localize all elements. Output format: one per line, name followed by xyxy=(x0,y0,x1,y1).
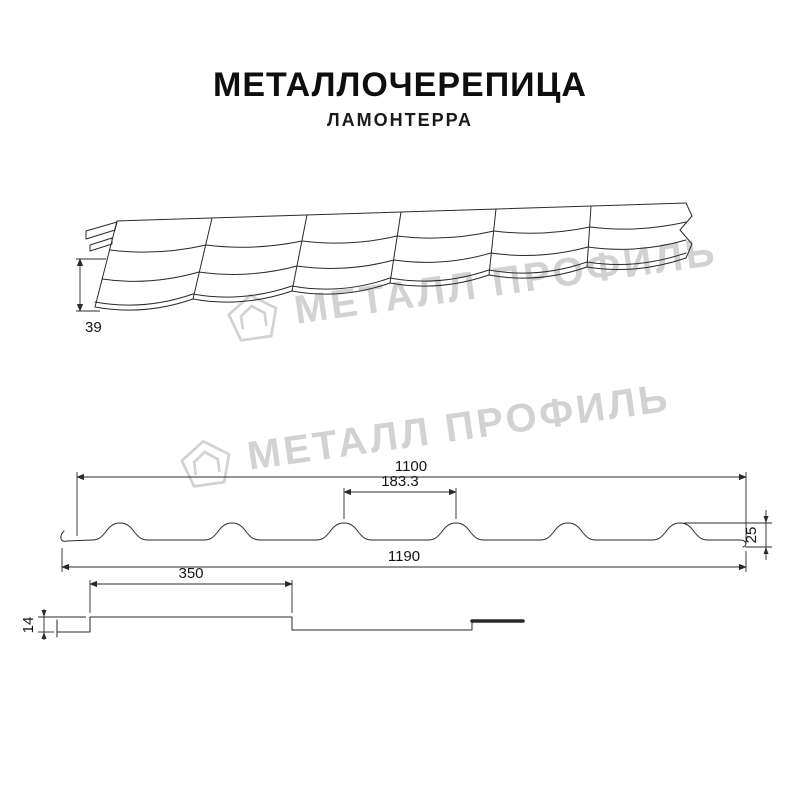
step-profile xyxy=(56,616,525,638)
metal-profil-logo-icon xyxy=(180,439,231,488)
dimension-1190: 1190 xyxy=(61,548,747,572)
break-line xyxy=(679,202,693,259)
dimension-label-14: 14 xyxy=(20,617,37,634)
dimension-label-1190: 1190 xyxy=(388,548,420,565)
dimension-14: 14 xyxy=(20,609,86,640)
rib-line xyxy=(586,205,592,268)
dimension-39: 39 xyxy=(76,258,106,336)
module-step-row-2 xyxy=(109,221,687,253)
rib-line xyxy=(389,211,402,284)
rib-line xyxy=(291,214,308,292)
watermark-metal-profil: МЕТАЛЛ ПРОФИЛЬ xyxy=(224,228,720,344)
dimension-1100: 1100 xyxy=(76,458,747,544)
arrowhead xyxy=(41,632,47,639)
dimension-183: 183.3 xyxy=(343,473,457,519)
arrowhead xyxy=(41,610,47,617)
flange-tab xyxy=(89,237,113,252)
perspective-view xyxy=(85,202,693,311)
dimension-350: 350 xyxy=(89,565,293,613)
arrowhead xyxy=(763,516,769,523)
page-subtitle: ЛАМОНТЕРРА xyxy=(326,110,474,130)
sheet-bottom-scalloped-edge xyxy=(94,257,687,311)
step-profile-line xyxy=(56,616,473,638)
rib-line xyxy=(488,208,497,276)
arrowhead xyxy=(763,547,769,554)
rib-line xyxy=(94,220,118,308)
page-title: МЕТАЛЛОЧЕРЕПИЦА xyxy=(213,66,587,104)
metal-profil-logo-icon xyxy=(227,293,278,342)
module-step-row-1 xyxy=(101,239,687,282)
cross-section-profile xyxy=(60,522,747,548)
profile-curve xyxy=(60,522,747,548)
dimension-label-350: 350 xyxy=(178,565,203,582)
dimension-label-25: 25 xyxy=(743,527,760,544)
dimension-25: 25 xyxy=(684,510,772,560)
rib-line xyxy=(192,217,213,300)
dimension-label-1100: 1100 xyxy=(395,458,427,475)
dimension-label-183: 183.3 xyxy=(381,473,419,490)
dimension-label-39: 39 xyxy=(85,319,102,336)
watermark-metal-profil: МЕТАЛЛ ПРОФИЛЬ xyxy=(177,374,673,490)
flange-tab xyxy=(85,221,118,240)
